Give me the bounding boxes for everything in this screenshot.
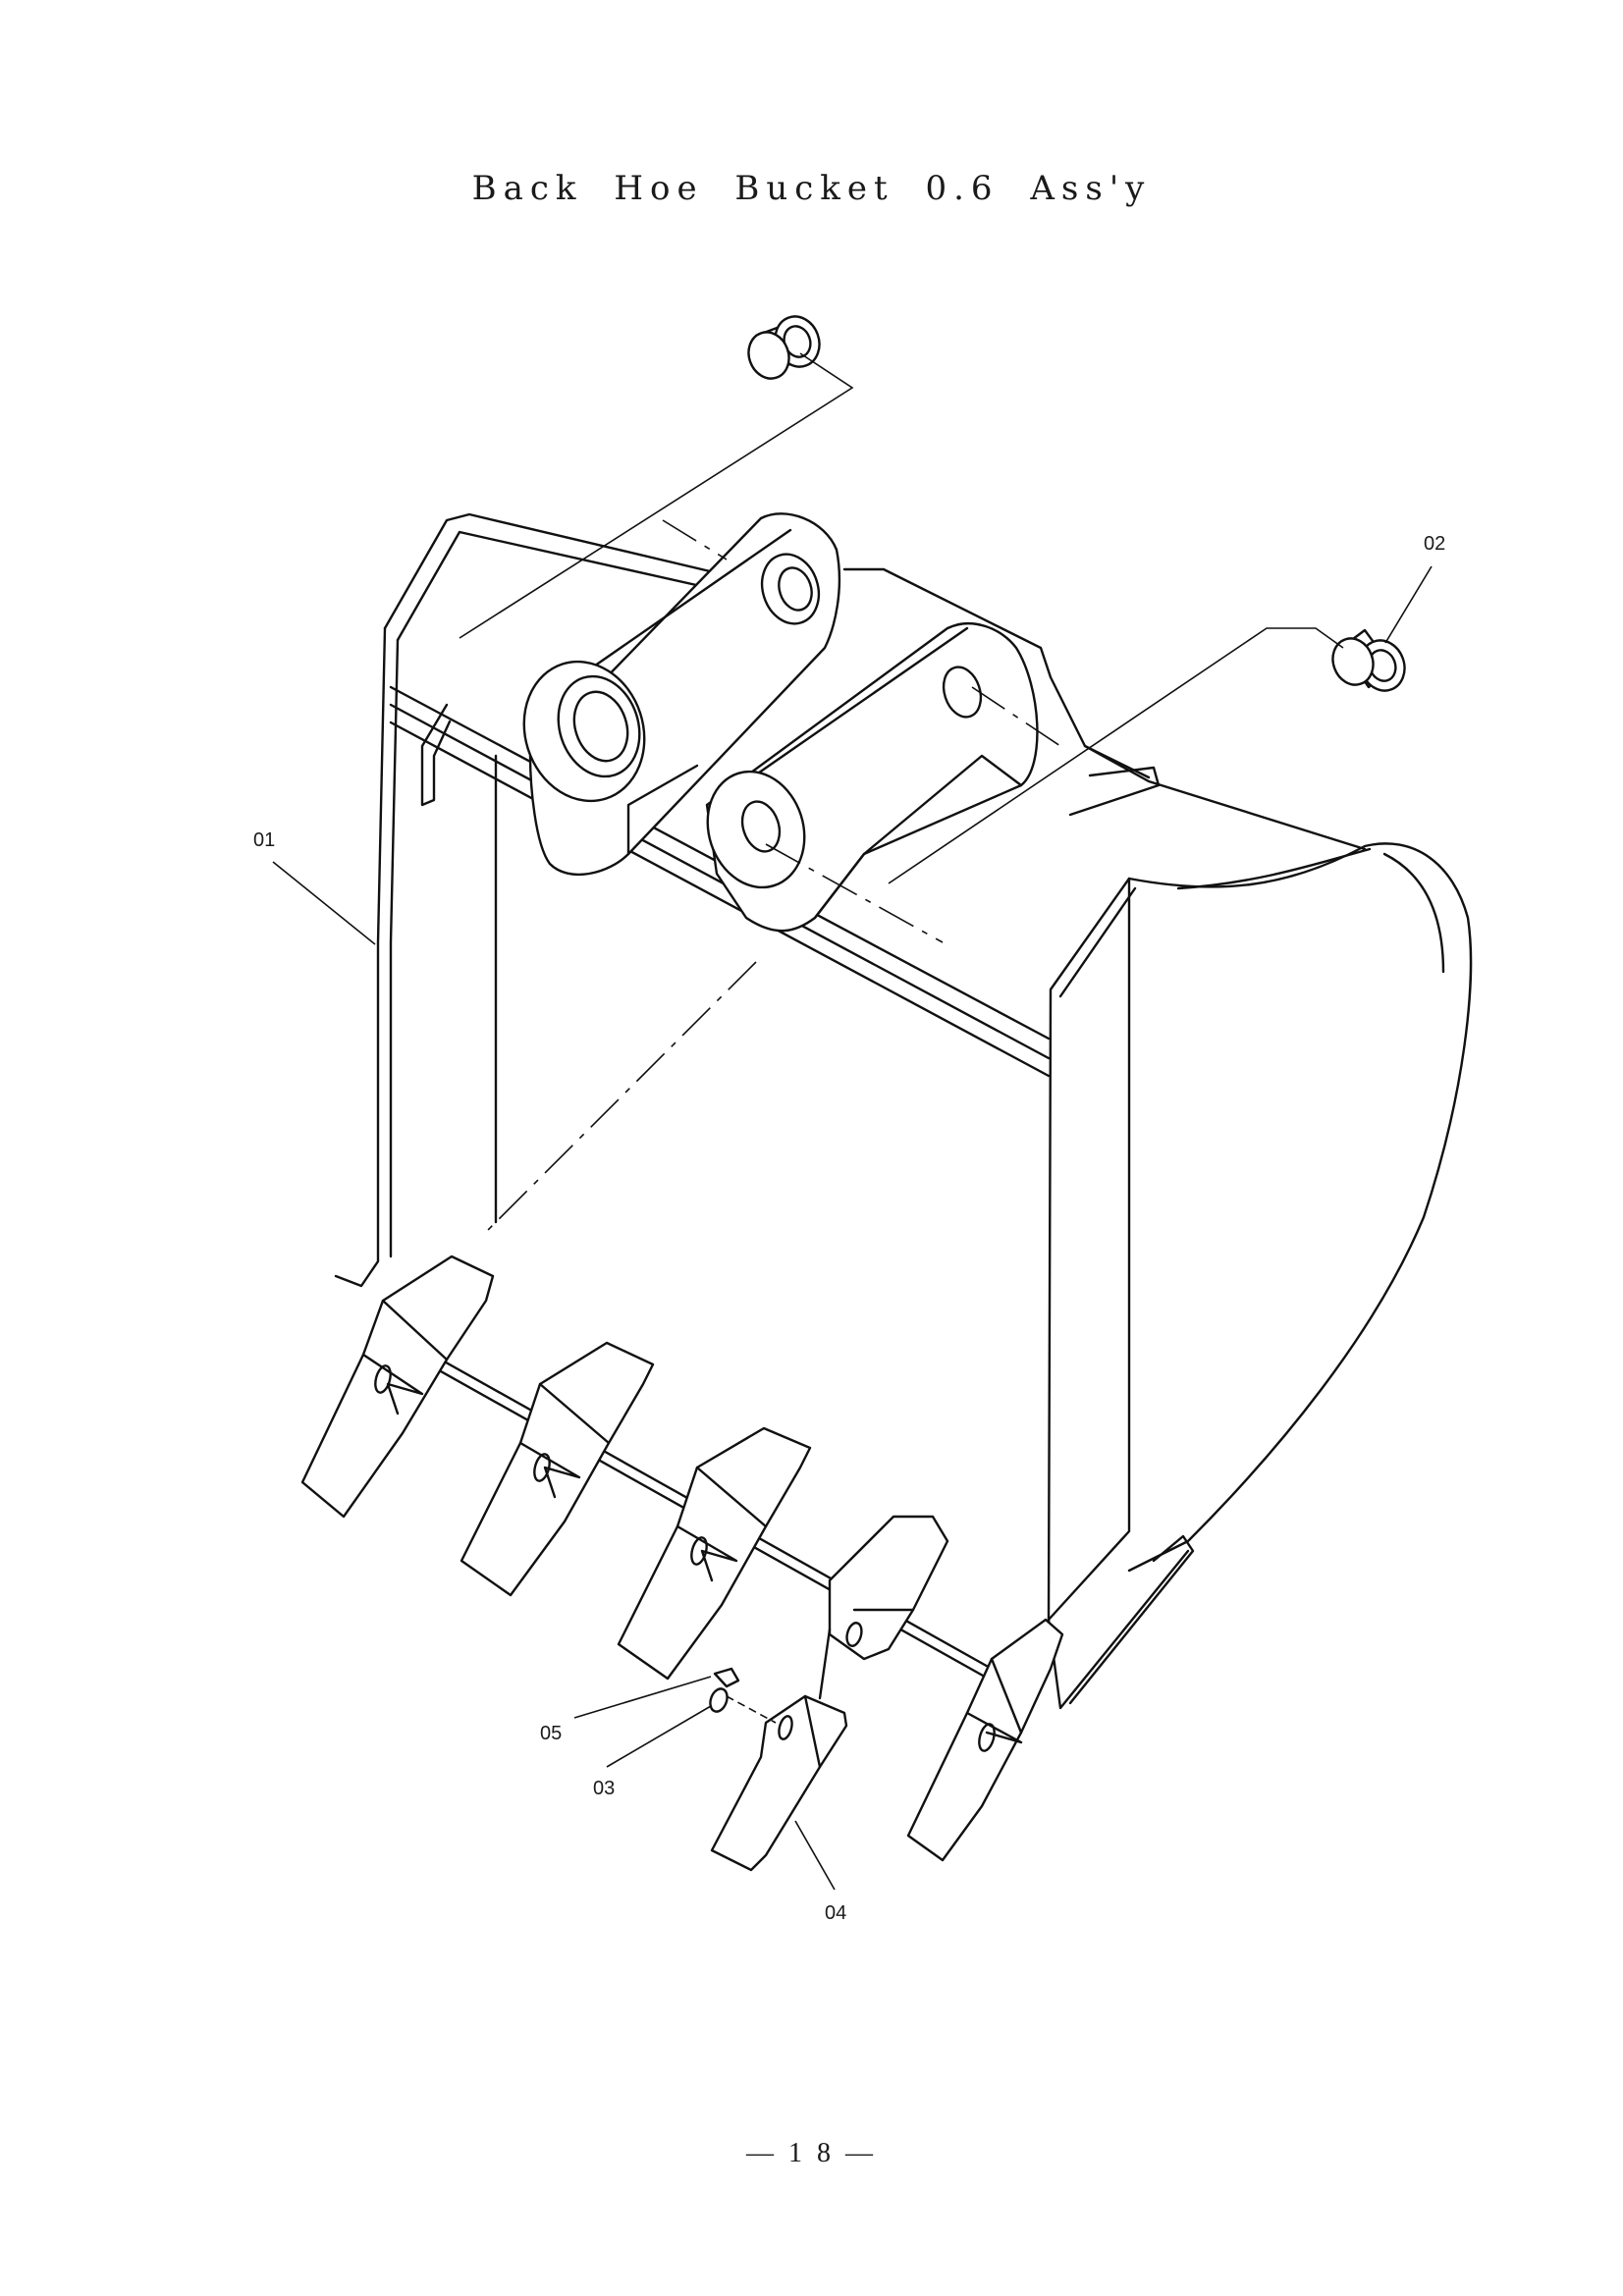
callout-03: 03 bbox=[593, 1778, 615, 1799]
callout-05: 05 bbox=[540, 1723, 562, 1744]
callout-02: 02 bbox=[1424, 533, 1445, 555]
pin-bosses bbox=[522, 512, 1039, 933]
diagram-title: Back Hoe Bucket 0.6 Ass'y bbox=[471, 169, 1152, 208]
exploded-pin-03 bbox=[709, 1687, 777, 1724]
callout-01: 01 bbox=[253, 829, 275, 851]
exploded-tooth-point-04 bbox=[710, 1628, 848, 1872]
bucket-body bbox=[334, 512, 1473, 1710]
exploded-lock-05 bbox=[713, 1667, 740, 1688]
bucket-teeth bbox=[300, 1255, 1064, 1862]
bushing-02 bbox=[1331, 628, 1406, 692]
page-number: — 1 8 — bbox=[746, 2138, 877, 2168]
callout-04: 04 bbox=[825, 1902, 846, 1924]
bushing-upper bbox=[747, 315, 821, 380]
